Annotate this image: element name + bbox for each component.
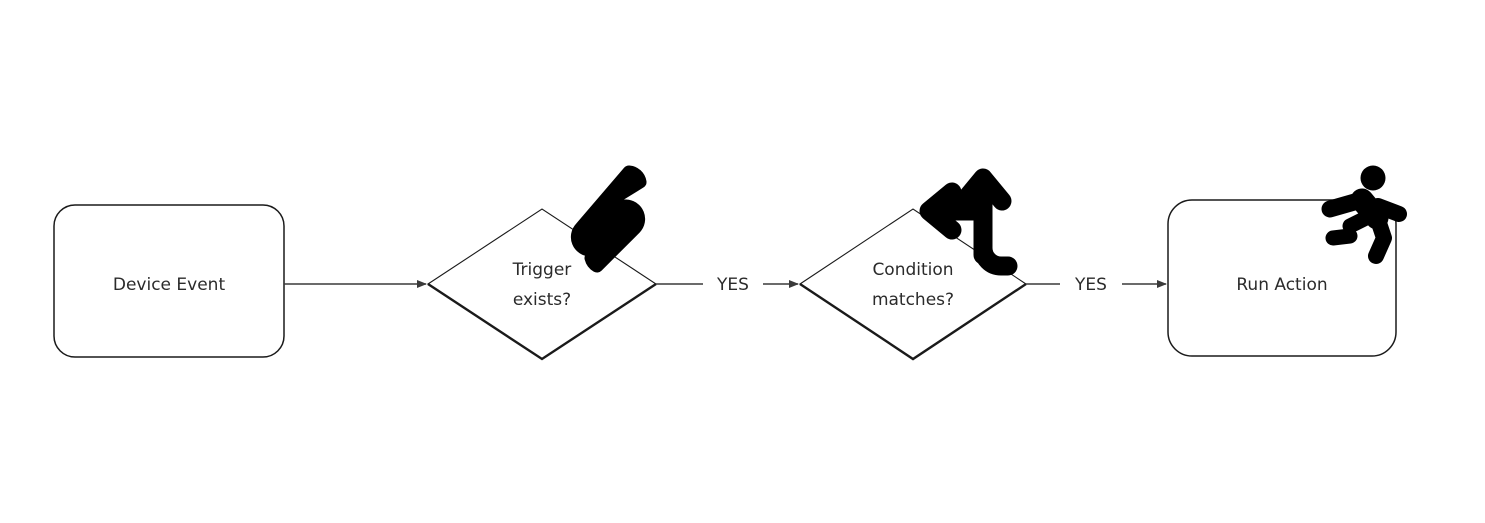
device-event-shape[interactable] xyxy=(53,204,285,358)
branch-arrow-icon xyxy=(919,168,1018,276)
node-run-action[interactable]: Run Action xyxy=(1167,165,1407,357)
lightning-bolt-icon xyxy=(570,165,647,273)
edge-trigger-to-condition: YES xyxy=(656,275,799,295)
node-trigger-exists[interactable]: Trigger exists? xyxy=(426,165,658,361)
run-action-label: Run Action xyxy=(1236,275,1327,295)
node-condition-matches[interactable]: Condition matches? xyxy=(799,168,1027,361)
edge-2-label: YES xyxy=(716,275,749,295)
condition-matches-label-line2: matches? xyxy=(872,290,954,310)
node-device-event[interactable]: Device Event xyxy=(53,204,285,358)
condition-matches-label-line1: Condition xyxy=(872,260,953,280)
trigger-exists-label-line1: Trigger xyxy=(512,260,572,280)
trigger-exists-shape-lower-edge xyxy=(427,282,657,361)
condition-matches-shape-lower-edge xyxy=(799,283,1027,361)
running-person-icon xyxy=(1321,165,1407,264)
edge-3-label: YES xyxy=(1074,275,1107,295)
trigger-exists-label-line2: exists? xyxy=(513,290,571,310)
device-event-label: Device Event xyxy=(113,275,226,295)
edge-condition-to-run-action: YES xyxy=(1026,275,1167,295)
